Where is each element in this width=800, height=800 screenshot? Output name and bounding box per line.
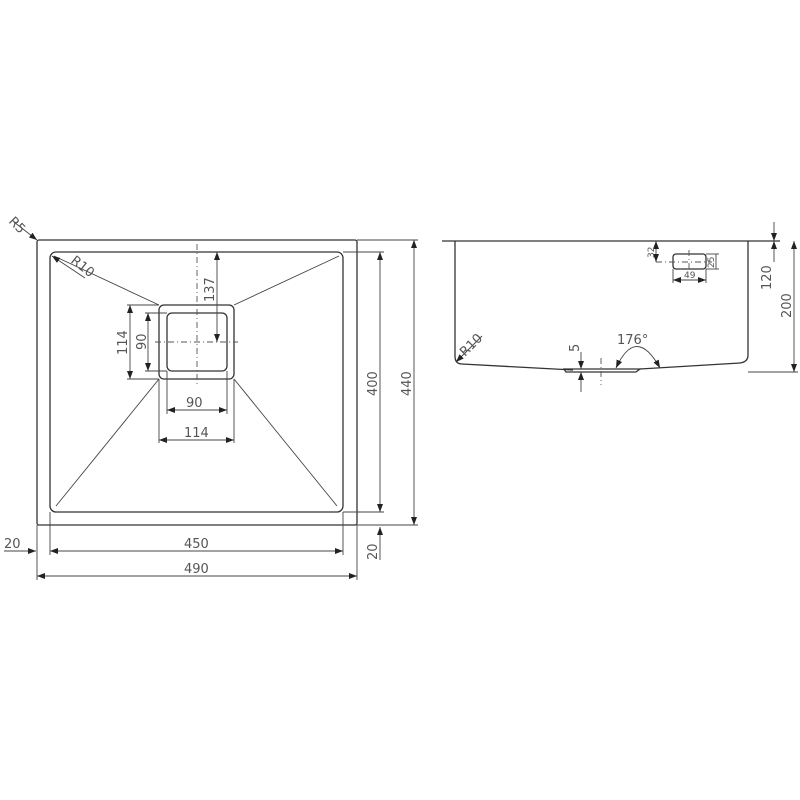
- inner-bowl-outline: [49, 251, 344, 513]
- label-440: 440: [400, 371, 415, 396]
- label-25: 25: [707, 257, 717, 268]
- label-114-horizontal: 114: [184, 426, 209, 441]
- label-20-left: 20: [4, 537, 21, 552]
- label-r5: R5: [5, 214, 28, 237]
- label-400: 400: [366, 371, 381, 396]
- label-5: 5: [568, 344, 583, 352]
- label-490: 490: [184, 562, 209, 577]
- label-120: 120: [760, 265, 775, 290]
- outer-flange-outline: [36, 239, 358, 526]
- side-view: 32 25 49 120 200 R10 5 176°: [442, 222, 798, 392]
- label-20-bottom: 20: [366, 543, 381, 560]
- label-r10: R10: [68, 253, 97, 281]
- label-32: 32: [647, 247, 657, 258]
- label-176-deg: 176°: [617, 333, 648, 348]
- label-114-vertical: 114: [116, 330, 131, 355]
- label-137: 137: [203, 277, 218, 302]
- overflow-slot: [672, 253, 707, 270]
- label-90-vertical: 90: [135, 333, 150, 350]
- label-90-horizontal: 90: [186, 396, 203, 411]
- label-r10-side: R10: [457, 331, 486, 360]
- label-49: 49: [684, 271, 696, 281]
- label-200: 200: [780, 293, 795, 318]
- top-view: R5 R10 137 114 90 90 114 400: [4, 214, 418, 580]
- label-450: 450: [184, 537, 209, 552]
- drain-plate: [562, 368, 642, 373]
